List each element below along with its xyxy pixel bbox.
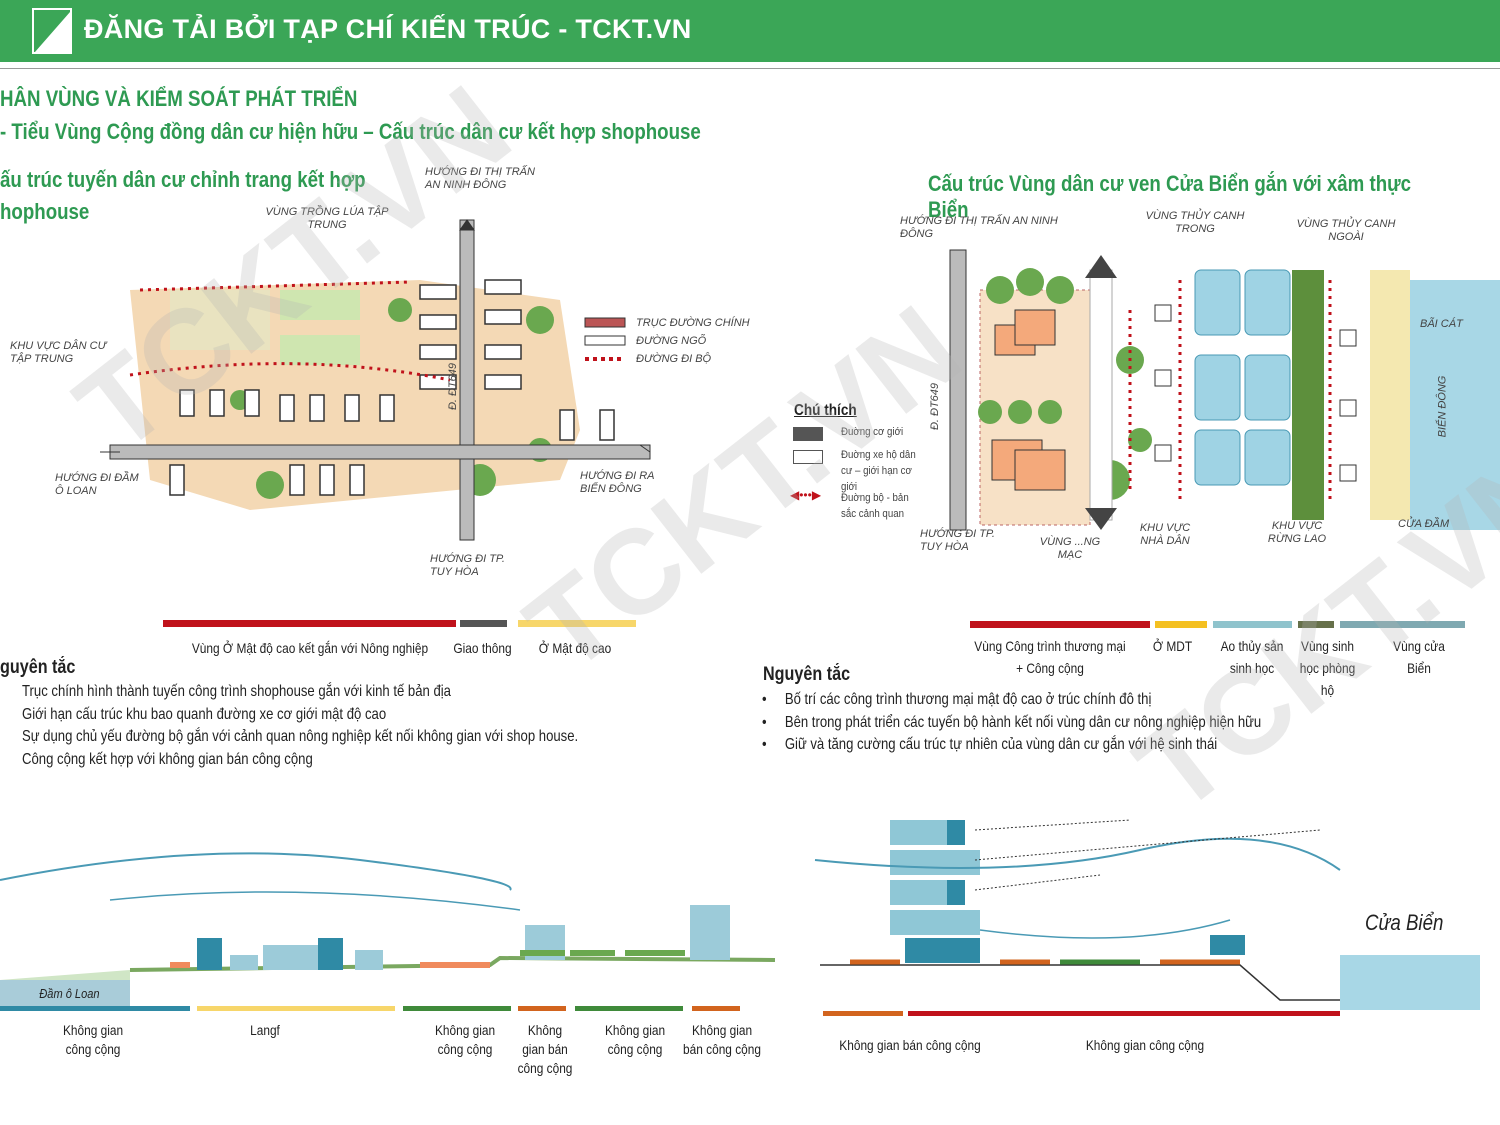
section-bar [692, 1006, 740, 1011]
sketch-label: VÙNG ...NG MẠC [1039, 536, 1101, 561]
zone-bar [1340, 621, 1465, 628]
right-title: Cấu trúc Vùng dân cư ven Cửa Biển gắn vớ… [928, 171, 1412, 222]
section-bar [403, 1006, 511, 1011]
zone-label: Vùng sinh học phòng hộ [1299, 638, 1356, 698]
road-label: Đ. ĐT649 [447, 362, 460, 411]
principles-title: guyên tắc [0, 657, 76, 678]
legend-item: ĐƯỜNG NGÕ [636, 335, 707, 347]
sketch-label: VÙNG THỦY CANH NGOÀI [1296, 218, 1396, 243]
sketch-label: KHU VỰC NHÀ DÂN [1139, 522, 1191, 547]
section-label: Cửa Biển [1365, 910, 1444, 935]
principle-item: Công cộng kết hợp với không gian bán côn… [22, 750, 313, 768]
right-plan-sketch [949, 249, 1500, 531]
zone-bar [1155, 621, 1207, 628]
tckt-logo-icon [32, 8, 72, 54]
legend-item: TRỤC ĐƯỜNG CHÍNH [636, 317, 750, 329]
zone-bar [970, 621, 1150, 628]
principle-item: Trục chính hình thành tuyến công trình s… [22, 683, 451, 700]
zone-label: Vùng cửa Biển [1393, 638, 1445, 676]
legend-swatch [793, 450, 823, 464]
section-caption: Không gian công cộng [1085, 1038, 1205, 1053]
section-caption: Không gian bán công cộng [683, 1023, 761, 1057]
legend-item: Đuờng xe hộ dân cư – giới hạn cơ giới [841, 449, 916, 493]
sketch-label: HƯỚNG ĐI RA BIỂN ĐÔNG [580, 470, 655, 495]
sketch-label: KHU VỰC RỪNG LAO [1267, 520, 1327, 545]
zone-bar [163, 620, 456, 627]
right-section-sketch [814, 819, 1480, 1010]
section-caption: Không gian bán công cộng [839, 1038, 981, 1053]
left-section-sketch [0, 852, 776, 1010]
sketch-label: BIỂN ĐÔNG [1436, 375, 1449, 438]
principle-item: • Bố trí các công trình thương mại mật đ… [762, 691, 1152, 708]
left-plan-sketch [100, 219, 651, 541]
section-caption: Không gian công cộng [434, 1023, 496, 1057]
sketch-label: HƯỚNG ĐI TP. TUY HÒA [430, 553, 505, 578]
zone-label: Ở MDT [1152, 638, 1193, 654]
zone-label: Ao thủy sản sinh học [1220, 638, 1284, 676]
sketch-label: VÙNG THỦY CANH TRONG [1145, 210, 1245, 235]
zone-label: Vùng Ở Mật độ cao kết gắn với Nông nghiệ… [191, 640, 429, 656]
divider [0, 68, 1500, 69]
legend-title: Chú thích [794, 402, 857, 419]
section-bar [197, 1006, 395, 1011]
sketch-label: HƯỚNG ĐI THỊ TRẤN AN NINH ĐÔNG [900, 215, 1058, 240]
zone-bar [460, 620, 507, 627]
header-bar: ĐĂNG TẢI BỞI TẠP CHÍ KIẾN TRÚC - TCKT.VN [0, 0, 1500, 62]
legend-swatch [793, 427, 823, 441]
section-bar [575, 1006, 683, 1011]
section-bar [908, 1011, 1340, 1016]
zone-label: Ở Mật độ cao [538, 640, 612, 656]
section-subtitle: - Tiểu Vùng Cộng đồng dân cư hiện hữu – … [0, 119, 701, 144]
principles-title: Nguyên tắc [763, 664, 851, 685]
legend-item: ĐƯỜNG ĐI BỘ [636, 353, 712, 365]
sketch-label: BÃI CÁT [1420, 318, 1463, 330]
section-caption: Không gian bán công cộng [517, 1023, 573, 1076]
left-title: ấu trúc tuyến dân cư chỉnh trang kết hợp [0, 167, 366, 192]
section-title: HÂN VÙNG VÀ KIỂM SOÁT PHÁT TRIỂN [0, 86, 358, 111]
zone-label: Vùng Công trình thương mại + Công cộng [974, 638, 1126, 676]
zone-bar [518, 620, 636, 627]
sketch-label: HƯỚNG ĐI ĐẦM Ô LOAN [55, 472, 139, 497]
section-caption: Langf [250, 1023, 280, 1038]
dotted-arrow-icon: ◀•••▶ [790, 488, 822, 502]
section-bar [823, 1011, 903, 1016]
section-caption: Không gian công cộng [604, 1023, 666, 1057]
zone-bar [1298, 621, 1334, 628]
legend-item: Đuờng bộ - bản sắc cảnh quan [841, 492, 909, 520]
sketch-label: VÙNG TRỒNG LÚA TẬP TRUNG [265, 206, 389, 231]
principle-item: Sự dụng chủ yếu đường bộ gắn với cảnh qu… [22, 728, 579, 745]
sketch-label: CỬA ĐẦM [1398, 518, 1450, 530]
principle-item: • Bên trong phát triển các tuyến bộ hành… [762, 713, 1262, 731]
zone-label: Giao thông [453, 640, 512, 656]
section-bar [518, 1006, 566, 1011]
sketch-label: HƯỚNG ĐI THỊ TRẤN AN NINH ĐÔNG [425, 166, 535, 191]
legend-item: Đuờng cơ giới [841, 426, 904, 438]
principle-item: Giới hạn cấu trúc khu bao quanh đường xe… [22, 705, 387, 723]
section-bar [0, 1006, 190, 1011]
left-title-2: hophouse [0, 199, 90, 224]
sketch-label: KHU VỰC DÂN CƯ TẬP TRUNG [10, 340, 107, 365]
header-title: ĐĂNG TẢI BỞI TẠP CHÍ KIẾN TRÚC - TCKT.VN [84, 14, 692, 44]
section-label: Đầm ô Loan [39, 986, 100, 1001]
zone-bar [1213, 621, 1292, 628]
principle-item: • Giữ và tăng cường cấu trúc tự nhiên củ… [762, 736, 1218, 753]
sketch-label: HƯỚNG ĐI TP. TUY HÒA [920, 528, 995, 553]
section-caption: Không gian công cộng [62, 1023, 124, 1057]
